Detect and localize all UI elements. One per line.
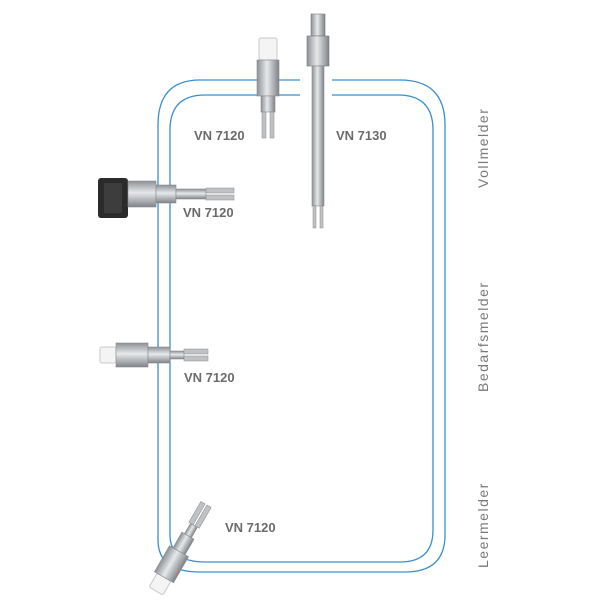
tank-outline: [157, 79, 446, 573]
sensor-vn7120-upper-side: [98, 178, 235, 218]
model-label-vn7120-middle: VN 7120: [184, 370, 235, 385]
model-label-vn7120-top: VN 7120: [194, 128, 245, 143]
zone-label-demand: Bedarfsmelder: [475, 281, 491, 392]
sensor-vn7130: [306, 13, 330, 229]
sensor-vn7120-middle: [99, 342, 209, 368]
model-label-vn7130: VN 7130: [336, 128, 387, 143]
model-label-vn7120-bottom: VN 7120: [225, 520, 276, 535]
sensor-vn7120-bottom: [149, 501, 212, 595]
zone-label-full: Vollmelder: [475, 107, 491, 188]
model-label-vn7120-upper-side: VN 7120: [183, 205, 234, 220]
sensor-vn7120-top: [256, 37, 280, 139]
zone-label-empty: Leermelder: [475, 482, 491, 568]
